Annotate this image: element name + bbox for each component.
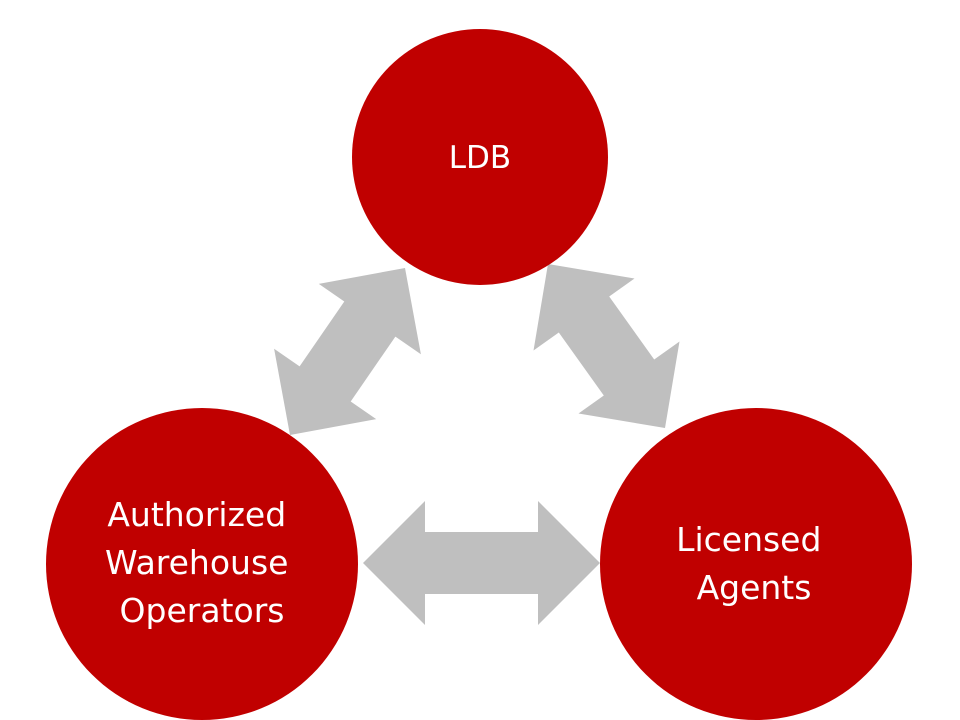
node-awo-label-line: Authorized bbox=[107, 495, 286, 534]
node-ldb-label: LDB bbox=[449, 140, 511, 176]
node-awo-label-line: Warehouse bbox=[105, 543, 288, 582]
double-arrow-ldb-awo bbox=[274, 268, 421, 435]
node-la-label: Licensed Agents bbox=[676, 520, 832, 607]
node-ldb-label-line: LDB bbox=[449, 140, 511, 176]
node-awo-label: Authorized Warehouse Operators bbox=[105, 495, 299, 630]
node-la-label-line: Agents bbox=[697, 568, 812, 607]
node-authorized-warehouse-operators: Authorized Warehouse Operators bbox=[46, 408, 358, 720]
node-ldb: LDB bbox=[352, 29, 608, 285]
node-la-circle bbox=[600, 408, 912, 720]
node-awo-circle bbox=[46, 408, 358, 720]
arrows-layer bbox=[274, 264, 680, 625]
node-licensed-agents: Licensed Agents bbox=[600, 408, 912, 720]
double-arrow-awo-la bbox=[363, 501, 600, 625]
node-awo-label-line: Operators bbox=[120, 591, 285, 630]
node-ldb-circle bbox=[352, 29, 608, 285]
node-la-label-line: Licensed bbox=[676, 520, 821, 559]
double-arrow-ldb-la bbox=[533, 264, 680, 428]
